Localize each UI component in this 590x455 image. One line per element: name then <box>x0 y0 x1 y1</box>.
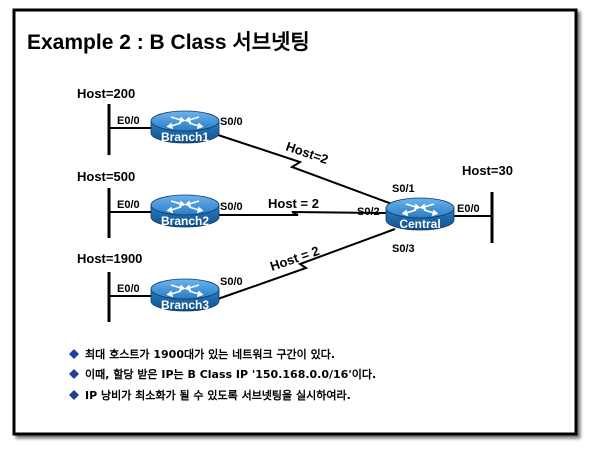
router-label: Branch3 <box>161 298 209 312</box>
slide-title: Example 2 : B Class 서브넷팅 <box>27 31 310 54</box>
router-branch3: Branch3 <box>150 278 220 312</box>
branch2-wan-if: S0/0 <box>220 201 243 213</box>
branch1-host-label: Host=200 <box>77 86 135 101</box>
link-mid-host-label: Host = 2 <box>268 196 319 211</box>
bullet-text: 이때, 할당 받은 IP는 B Class IP '150.168.0.0/16… <box>85 367 376 381</box>
router-branch1: Branch1 <box>150 110 220 144</box>
diamond-bullet-icon <box>69 369 79 379</box>
central-if-s03: S0/3 <box>392 243 415 255</box>
branch3-wan-if: S0/0 <box>220 276 243 288</box>
link-branch1-central <box>211 132 393 205</box>
router-central: Central <box>385 197 455 231</box>
branch2-lan-if: E0/0 <box>117 199 140 211</box>
router-label: Branch1 <box>161 130 209 144</box>
bullet-text: IP 낭비가 최소화가 될 수 있도록 서브넷팅을 실시하여라. <box>85 388 351 402</box>
list-item: 이때, 할당 받은 IP는 B Class IP '150.168.0.0/16… <box>69 367 376 381</box>
link-branch3-central <box>211 228 396 302</box>
branch3-host-label: Host=1900 <box>77 251 142 266</box>
central-if-s02: S0/2 <box>357 206 380 218</box>
branch1-wan-if: S0/0 <box>220 116 243 128</box>
list-item: 최대 호스트가 1900대가 있는 네트워크 구간이 있다. <box>69 347 335 361</box>
link-branch2-central <box>212 211 387 216</box>
router-label: Branch2 <box>161 214 209 228</box>
list-item: IP 낭비가 최소화가 될 수 있도록 서브넷팅을 실시하여라. <box>69 388 351 402</box>
bullet-text: 최대 호스트가 1900대가 있는 네트워크 구간이 있다. <box>85 347 335 361</box>
diamond-bullet-icon <box>69 390 79 400</box>
bullet-list: 최대 호스트가 1900대가 있는 네트워크 구간이 있다. 이때, 할당 받은… <box>69 347 376 402</box>
router-label: Central <box>399 217 440 231</box>
central-host-label: Host=30 <box>462 163 513 178</box>
branch2-host-label: Host=500 <box>77 169 135 184</box>
router-branch2: Branch2 <box>150 194 220 228</box>
central-lan-if: E0/0 <box>457 203 480 215</box>
branch3-lan-if: E0/0 <box>117 283 140 295</box>
branch1-lan-if: E0/0 <box>117 115 140 127</box>
central-if-s01: S0/1 <box>392 183 415 195</box>
diamond-bullet-icon <box>69 349 79 359</box>
